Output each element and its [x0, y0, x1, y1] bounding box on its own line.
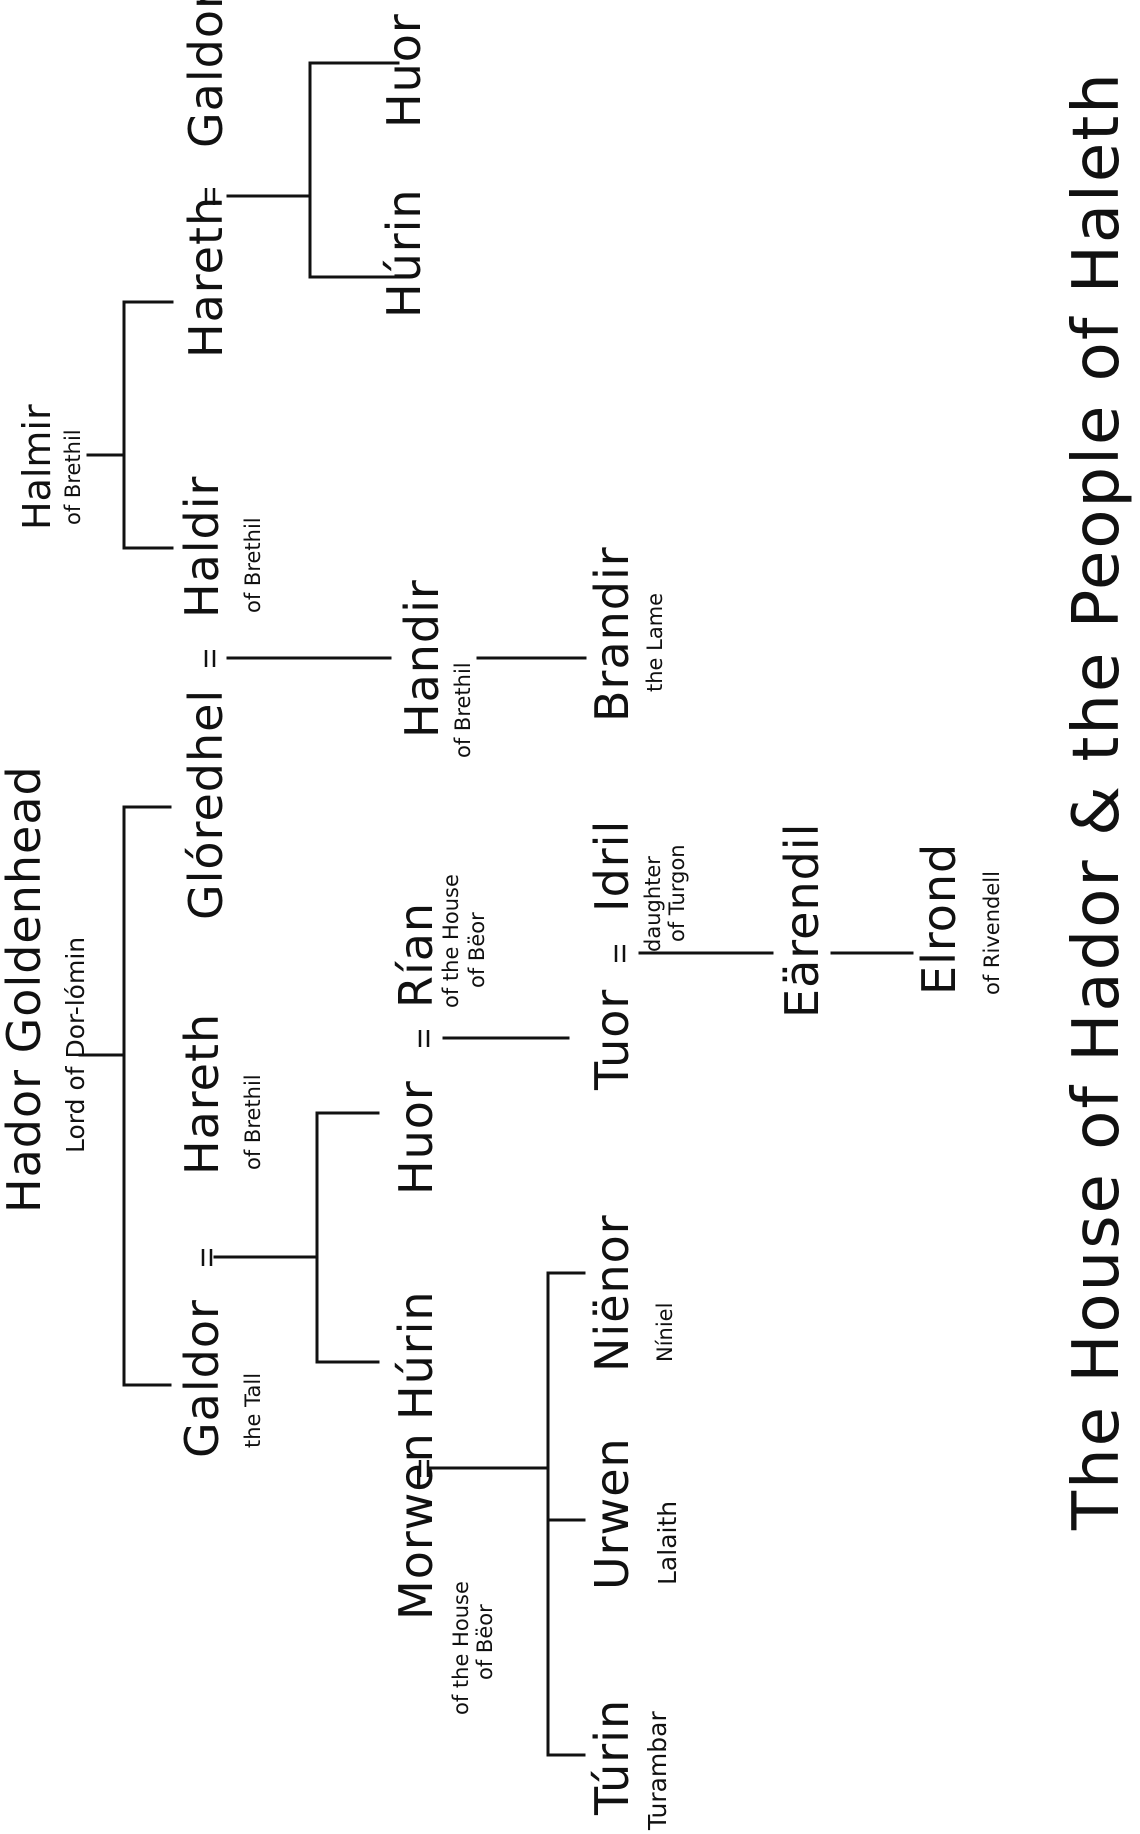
- person-earendil: Eärendil: [775, 823, 829, 1018]
- person-name: Glóredhel: [179, 689, 233, 920]
- person-hurin-left: Húrin: [389, 1290, 443, 1420]
- person-huor-right: Huor: [377, 13, 431, 128]
- connector-lines: [78, 61, 914, 1757]
- person-tuor: Tuor: [585, 989, 639, 1091]
- person-brandir: Brandir the Lame: [585, 546, 667, 722]
- person-haldir: Haldir of Brethil: [175, 476, 265, 618]
- person-name: Hareth: [179, 196, 233, 358]
- diagram-title-text: The House of Hador & the People of Halet…: [1060, 71, 1134, 1531]
- person-note: of Brethil: [451, 662, 475, 758]
- person-name: Morwen: [389, 1432, 443, 1620]
- person-rian: Rían of the House of Bëor: [389, 874, 489, 1008]
- person-note-line1: daughter: [641, 856, 665, 952]
- person-name: Húrin: [389, 1290, 443, 1420]
- person-hareth-of-brethil: Hareth of Brethil: [175, 1013, 265, 1175]
- person-name: Elrond: [912, 843, 966, 995]
- person-name: Urwen: [585, 1437, 639, 1590]
- person-urwen: Urwen Lalaith: [585, 1437, 682, 1590]
- person-name: Tuor: [585, 989, 639, 1091]
- person-note: of Brethil: [61, 429, 85, 525]
- person-elrond: Elrond of Rivendell: [912, 843, 1004, 995]
- person-note: of Rivendell: [980, 871, 1004, 995]
- person-name: Eärendil: [775, 823, 829, 1018]
- person-note: the Tall: [241, 1373, 265, 1448]
- person-galdor-the-tall: Galdor the Tall: [175, 1299, 265, 1458]
- person-handir: Handir of Brethil: [395, 579, 475, 758]
- person-gloredhel: Glóredhel: [179, 689, 233, 920]
- person-note: the Lame: [643, 593, 667, 692]
- person-note-line1: of the House: [449, 1581, 473, 1715]
- person-huor-left: Huor: [389, 1080, 443, 1195]
- marriage-sign-galdor-hareth: [201, 1249, 213, 1266]
- marriage-sign-gloredhel-haldir: [204, 650, 216, 667]
- marriage-sign-tuor-idril: [614, 945, 626, 962]
- person-name: Rían: [389, 902, 443, 1008]
- person-morwen: Morwen of the House of Bëor: [389, 1432, 497, 1715]
- person-name: Handir: [395, 579, 449, 738]
- person-name: Galdor: [175, 1299, 229, 1458]
- marriage-sign-hareth-galdor: [204, 188, 216, 205]
- person-note: Turambar: [643, 1711, 672, 1831]
- person-note-line2: of Turgon: [665, 844, 689, 942]
- person-idril: Idril daughter of Turgon: [585, 820, 689, 952]
- person-labels: Hador Goldenhead Lord of Dor-lómin Galdo…: [0, 0, 1004, 1831]
- person-note: Lalaith: [653, 1501, 682, 1585]
- marriage-signs: [201, 188, 626, 1477]
- marriage-sign-huor-rian: [418, 1030, 430, 1047]
- person-note: of Brethil: [241, 517, 265, 613]
- person-note-line2: of Bëor: [465, 912, 489, 988]
- person-name: Huor: [377, 13, 431, 128]
- person-name: Halmir: [15, 404, 59, 530]
- person-name: Haldir: [175, 476, 229, 618]
- person-turin: Túrin Turambar: [585, 1699, 672, 1831]
- person-name: Galdor: [179, 0, 233, 148]
- person-name: Idril: [585, 820, 639, 912]
- person-hurin-right: Húrin: [377, 188, 431, 318]
- person-name: Húrin: [377, 188, 431, 318]
- marriage-sign-morwen-hurin: [418, 1460, 430, 1477]
- person-name: Brandir: [585, 546, 639, 722]
- person-name: Niënor: [585, 1214, 639, 1372]
- person-galdor-right: Galdor: [179, 0, 233, 148]
- person-hareth-right: Hareth: [179, 196, 233, 358]
- person-note: Níniel: [653, 1303, 677, 1362]
- person-note: of Brethil: [241, 1074, 265, 1170]
- person-note: Lord of Dor-lómin: [61, 937, 90, 1153]
- person-name: Túrin: [585, 1699, 639, 1816]
- person-note-line1: of the House: [439, 874, 463, 1008]
- person-name: Hador Goldenhead: [0, 765, 51, 1213]
- person-note-line2: of Bëor: [473, 1604, 497, 1680]
- person-name: Hareth: [175, 1013, 229, 1175]
- diagram-title: The House of Hador & the People of Halet…: [1060, 71, 1134, 1531]
- person-name: Huor: [389, 1080, 443, 1195]
- person-nienor: Niënor Níniel: [585, 1214, 677, 1372]
- person-hador: Hador Goldenhead Lord of Dor-lómin: [0, 765, 90, 1213]
- person-halmir: Halmir of Brethil: [15, 404, 85, 530]
